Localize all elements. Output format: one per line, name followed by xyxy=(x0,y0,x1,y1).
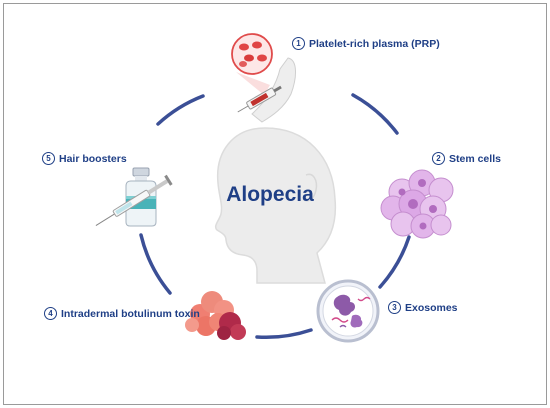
arc-right xyxy=(378,235,411,289)
arc-left xyxy=(139,233,172,295)
treatment-label-hair-boosters: 5 Hair boosters xyxy=(42,152,127,165)
treatment-label-text: Hair boosters xyxy=(59,152,127,165)
prp-blood-cells-syringe-icon xyxy=(231,33,296,123)
treatment-label-text: Stem cells xyxy=(449,152,501,165)
treatment-label-stem-cells: 2 Stem cells xyxy=(432,152,501,165)
treatment-label-text: Platelet-rich plasma (PRP) xyxy=(309,37,440,50)
number-badge: 3 xyxy=(388,301,401,314)
stem-cells-cluster-icon xyxy=(380,169,454,239)
ring-arcs xyxy=(139,93,411,340)
treatment-label-botulinum: 4 Intradermal botulinum toxin xyxy=(44,307,200,320)
treatment-label-text: Exosomes xyxy=(405,301,458,314)
vial-syringe-icon xyxy=(95,167,173,227)
arc-bottom xyxy=(255,328,313,340)
arc-top-left xyxy=(156,94,205,126)
number-badge: 2 xyxy=(432,152,445,165)
number-badge: 5 xyxy=(42,152,55,165)
ear-icon xyxy=(302,173,318,202)
treatment-label-exosomes: 3 Exosomes xyxy=(388,301,458,314)
treatment-label-prp: 1 Platelet-rich plasma (PRP) xyxy=(292,37,440,50)
treatment-label-text: Intradermal botulinum toxin xyxy=(61,307,200,320)
number-badge: 1 xyxy=(292,37,305,50)
head-silhouette-icon xyxy=(214,127,337,284)
exosomes-dish-icon xyxy=(316,279,380,343)
arc-top-right xyxy=(351,93,399,135)
botulinum-toxin-protein-icon xyxy=(185,291,246,340)
center-title: Alopecia xyxy=(226,183,314,206)
number-badge: 4 xyxy=(44,307,57,320)
